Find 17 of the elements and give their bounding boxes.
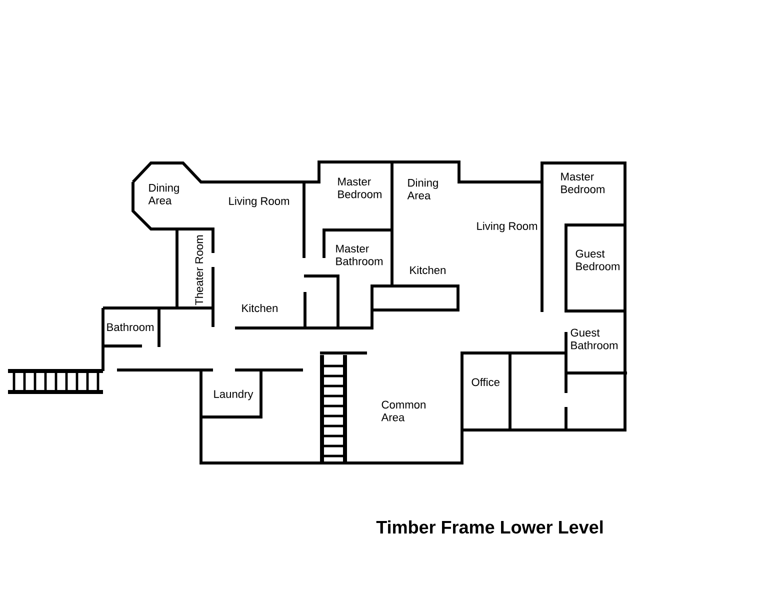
room-label: Guest Bedroom — [576, 250, 620, 270]
room-label: Kitchen — [242, 304, 278, 312]
room-label: Master Bedroom — [561, 172, 604, 194]
room-label: Kitchen — [410, 266, 446, 274]
room-label: Common Area — [381, 400, 426, 422]
room-label: Living Room — [229, 196, 290, 208]
room-label: Theater Room — [194, 235, 204, 306]
room-label: Dining Area — [407, 178, 438, 200]
room-label: Dining Area — [148, 184, 179, 204]
room-label: Laundry — [214, 390, 254, 400]
room-label: Master Bedroom — [338, 178, 382, 198]
room-label: Guest Bathroom — [570, 328, 618, 350]
room-label: Living Room — [477, 222, 538, 232]
room-label: Bathroom — [107, 322, 154, 332]
room-label: Office — [472, 378, 500, 386]
room-label: Master Bathroom — [336, 244, 383, 266]
title: Timber Frame Lower Level — [376, 520, 603, 534]
